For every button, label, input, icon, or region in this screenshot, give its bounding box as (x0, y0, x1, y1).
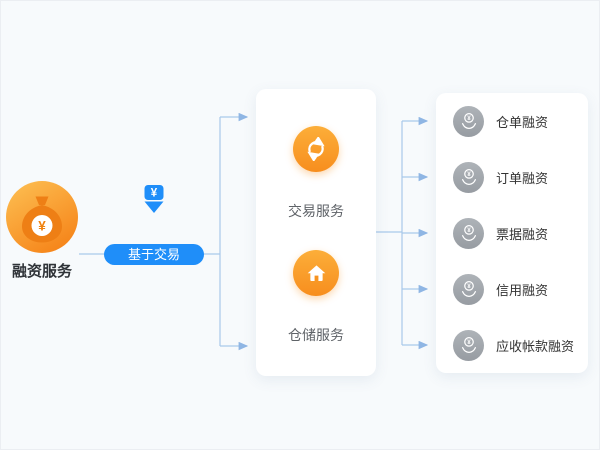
services-card: 交易服务 仓储服务 (256, 89, 376, 376)
yen-hand-icon: ¥ (453, 105, 484, 137)
yen-hand-icon: ¥ (453, 161, 484, 193)
yen-down-arrow-icon: ¥ (144, 185, 164, 213)
financing-label: 票据融资 (496, 226, 549, 242)
exchange-arrows-icon (293, 126, 339, 172)
yen-glyph: ¥ (467, 227, 471, 234)
transaction-basis-badge: 基于交易 (104, 244, 204, 265)
warehousing-service-label: 仓储服务 (288, 327, 344, 343)
yen-hand-icon: ¥ (453, 217, 484, 249)
financing-row-credit: ¥ 信用融资 (436, 269, 588, 309)
yen-glyph: ¥ (467, 339, 471, 346)
yen-glyph: ¥ (467, 171, 471, 178)
yen-glyph: ¥ (467, 283, 471, 290)
yen-glyph: ¥ (38, 219, 46, 234)
warehouse-house-icon (293, 250, 339, 296)
financing-label: 应收帐款融资 (496, 338, 575, 354)
financing-label: 信用融资 (496, 282, 549, 298)
money-bag-icon: ¥ (6, 181, 78, 253)
yen-hand-icon: ¥ (453, 329, 484, 361)
financing-row-warehouse-receipt: ¥ 仓单融资 (436, 101, 588, 141)
yen-glyph: ¥ (151, 188, 158, 200)
financing-row-order: ¥ 订单融资 (436, 157, 588, 197)
financing-row-bill: ¥ 票据融资 (436, 213, 588, 253)
financing-options-card: ¥ 仓单融资 ¥ 订单融资 ¥ (436, 93, 588, 373)
financing-label: 订单融资 (496, 170, 549, 186)
trading-service-label: 交易服务 (288, 203, 344, 219)
yen-hand-icon: ¥ (453, 273, 484, 305)
financing-label: 仓单融资 (496, 114, 549, 130)
financing-row-accounts-receivable: ¥ 应收帐款融资 (436, 325, 588, 365)
yen-glyph: ¥ (467, 115, 471, 122)
source-label: 融资服务 (11, 263, 72, 280)
